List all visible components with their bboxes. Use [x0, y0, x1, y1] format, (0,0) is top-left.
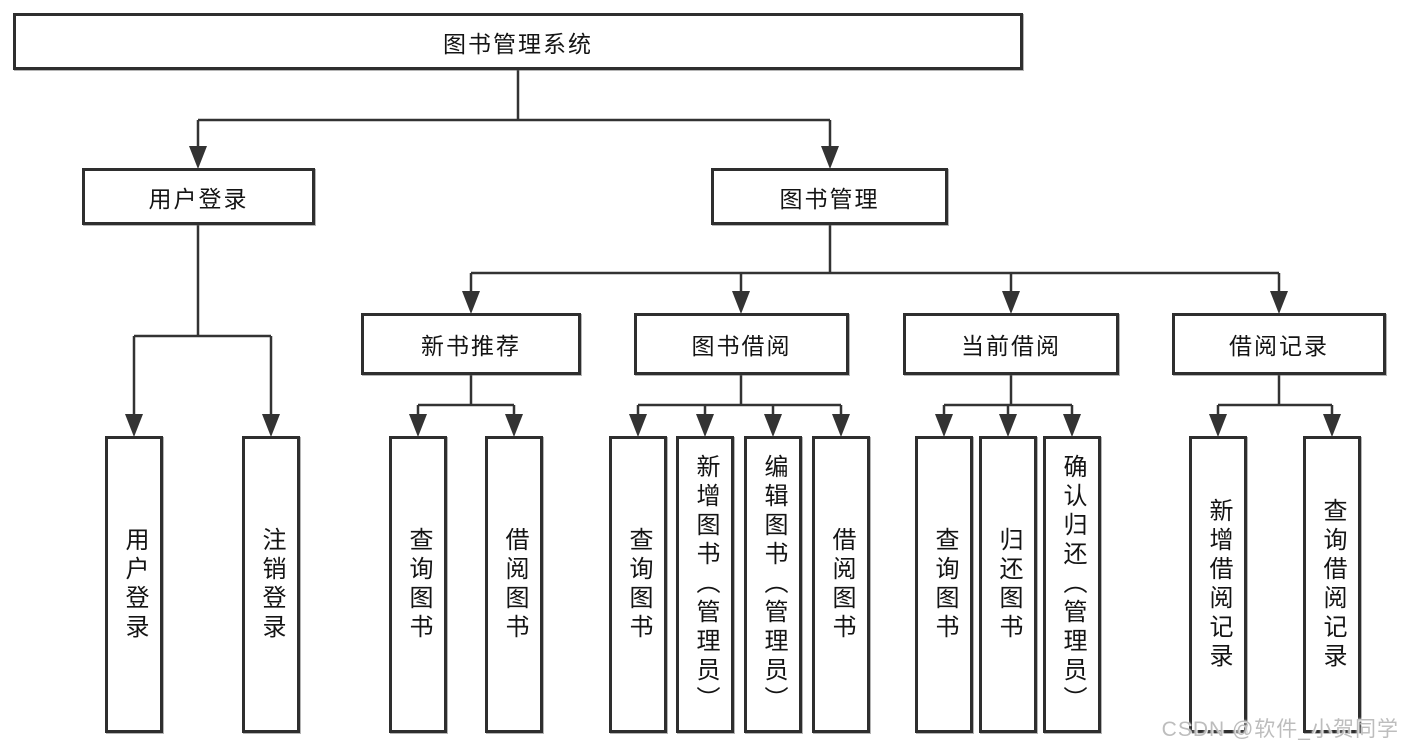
node-user-login: 用户登录	[82, 168, 315, 225]
node-confirm-return-admin: 确认归还（管理员）	[1043, 436, 1101, 733]
node-user-login-action: 用户登录	[105, 436, 163, 733]
node-add-borrow-record: 新增借阅记录	[1189, 436, 1247, 733]
csdn-watermark: CSDN @软件_小贺同学	[1161, 718, 1399, 741]
node-query-borrow-record: 查询借阅记录	[1303, 436, 1361, 733]
node-logout-action: 注销登录	[242, 436, 300, 733]
node-query-books-borrowing: 查询图书	[609, 436, 667, 733]
node-borrowing-records: 借阅记录	[1172, 313, 1386, 375]
node-borrow-books-recommend: 借阅图书	[485, 436, 543, 733]
node-query-books-recommend: 查询图书	[389, 436, 447, 733]
node-borrow-books-action: 借阅图书	[812, 436, 870, 733]
node-book-borrowing: 图书借阅	[634, 313, 849, 375]
node-edit-book-admin: 编辑图书（管理员）	[744, 436, 802, 733]
node-current-borrowing: 当前借阅	[903, 313, 1119, 375]
node-root: 图书管理系统	[13, 13, 1023, 70]
node-return-books: 归还图书	[979, 436, 1037, 733]
node-new-book-recommendation: 新书推荐	[361, 313, 581, 375]
node-add-book-admin: 新增图书（管理员）	[676, 436, 734, 733]
node-query-books-current: 查询图书	[915, 436, 973, 733]
node-book-management: 图书管理	[711, 168, 948, 225]
